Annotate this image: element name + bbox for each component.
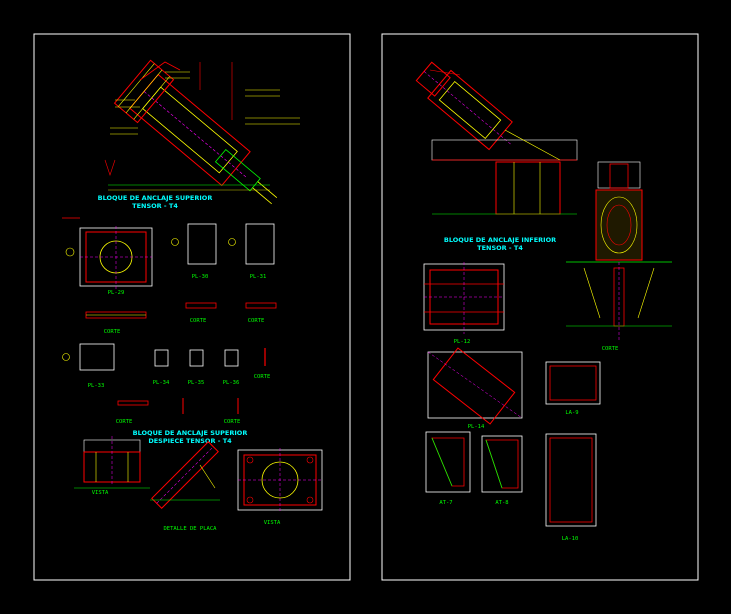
label-corte-5: CORTE <box>116 419 133 425</box>
label-vista-1: VISTA <box>92 490 109 496</box>
upper-anchor-block-detail <box>104 59 300 205</box>
corte-section-2 <box>185 302 217 309</box>
plate-at-8 <box>481 435 523 493</box>
label-pl-34: PL-34 <box>153 380 170 386</box>
label-corte-2: CORTE <box>190 318 207 324</box>
label-at-8: AT-8 <box>495 500 508 506</box>
label-pl-35: PL-35 <box>188 380 205 386</box>
plate-pl-35 <box>189 349 204 367</box>
right-upper-subtitle: TENSOR - T4 <box>477 244 523 252</box>
label-vista-2: VISTA <box>264 520 281 526</box>
label-pl-14: PL-14 <box>468 424 485 430</box>
label-la-9: LA-9 <box>565 410 578 416</box>
detalle-placa-drawing <box>150 441 220 509</box>
label-corte-4: CORTE <box>254 374 271 380</box>
plate-pl-12 <box>423 262 505 334</box>
left-sheet-frame <box>33 33 351 581</box>
left-upper-title: BLOQUE DE ANCLAJE SUPERIOR <box>98 194 213 202</box>
left-mid-title: BLOQUE DE ANCLAJE SUPERIOR <box>133 429 248 437</box>
right-upper-title: BLOQUE DE ANCLAJE INFERIOR <box>444 236 556 244</box>
label-pl-36: PL-36 <box>223 380 240 386</box>
label-corte-right: CORTE <box>602 346 619 352</box>
label-corte-6: CORTE <box>224 419 241 425</box>
label-corte-1: CORTE <box>104 329 121 335</box>
plate-pl-36 <box>224 349 239 367</box>
label-pl-30: PL-30 <box>192 274 209 280</box>
label-detalle: DETALLE DE PLACA <box>164 526 218 532</box>
right-sheet-frame <box>381 33 699 581</box>
vista-section-2 <box>237 448 323 512</box>
label-at-7: AT-7 <box>439 500 452 506</box>
plate-pl-30 <box>171 223 217 265</box>
label-pl-12: PL-12 <box>454 339 471 345</box>
label-la-10: LA-10 <box>562 536 579 542</box>
corte-section-3 <box>245 302 277 309</box>
plate-pl-14 <box>427 347 523 425</box>
angle-la-10 <box>545 433 597 527</box>
lower-anchor-block-detail <box>415 61 578 215</box>
vista-section-1 <box>74 436 150 489</box>
plate-pl-31 <box>228 223 275 265</box>
plate-pl-34 <box>154 349 169 367</box>
angle-la-9 <box>545 361 601 405</box>
label-pl-33: PL-33 <box>88 383 105 389</box>
left-upper-subtitle: TENSOR - T4 <box>132 202 178 210</box>
corte-section-1 <box>85 311 147 319</box>
plate-pl-33 <box>62 343 115 371</box>
label-pl-31: PL-31 <box>250 274 267 280</box>
label-corte-3: CORTE <box>248 318 265 324</box>
label-pl-29: PL-29 <box>108 290 125 296</box>
corte-vertical-section <box>566 161 672 340</box>
corte-section-5 <box>117 398 239 414</box>
plate-pl-29 <box>62 217 153 290</box>
plate-at-7 <box>425 431 471 493</box>
left-mid-subtitle: DESPIECE TENSOR - T4 <box>148 437 232 445</box>
